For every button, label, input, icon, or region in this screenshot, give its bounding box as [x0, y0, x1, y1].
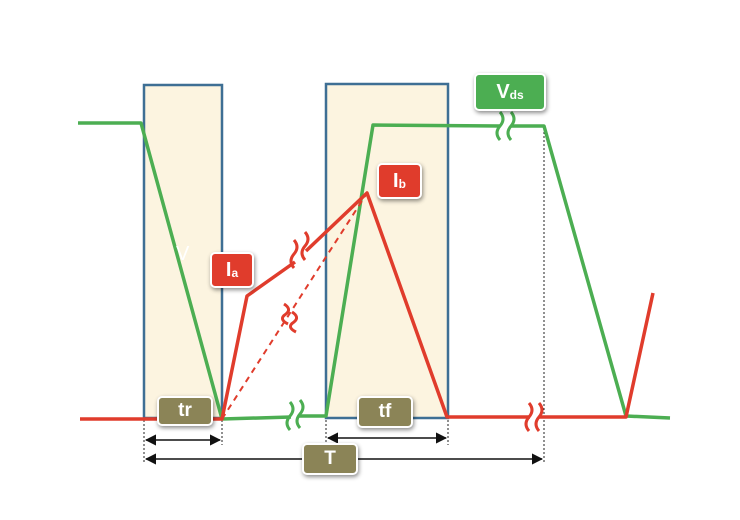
current-trace-3 [539, 292, 655, 419]
break-mark-current-upper [289, 231, 310, 269]
ia-label-main: I [225, 258, 232, 281]
T-label: T [302, 443, 358, 475]
break-mark-vds-high [495, 111, 516, 141]
faint-v-label: V [176, 243, 190, 265]
break-mark-current-dashed [281, 302, 299, 334]
current-trace-1 [80, 260, 297, 421]
current-dashed-trace [221, 192, 368, 420]
ib-label-sub: b [398, 177, 406, 191]
vds-trace-2 [299, 123, 501, 418]
ib-label-main: I [393, 169, 399, 192]
break-mark-vds-low [285, 399, 305, 431]
tr-label: tr [157, 396, 213, 426]
rise-window [142, 83, 224, 420]
current-trace-2 [304, 191, 530, 419]
ia-label-sub: a [231, 266, 239, 280]
vds-label-sub: ds [509, 88, 524, 102]
vds-trace-3 [511, 124, 671, 420]
vds-label-main: V [496, 80, 510, 103]
tf-label: tf [357, 396, 413, 428]
break-mark-current-low [524, 402, 544, 432]
vds-trace-1 [78, 121, 292, 421]
